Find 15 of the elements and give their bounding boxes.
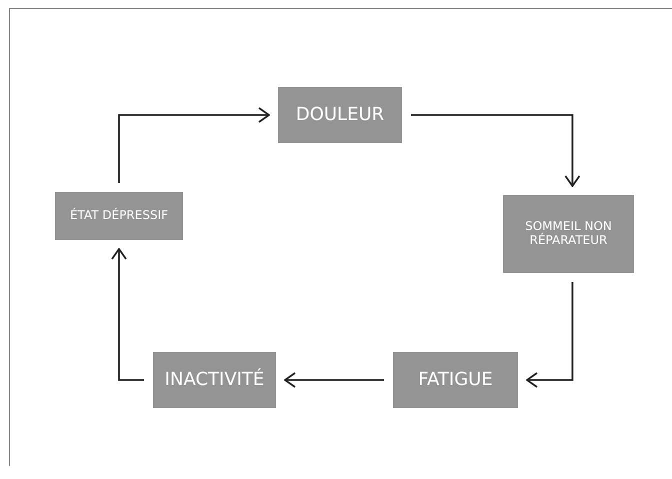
node-label: SOMMEIL NON RÉPARATEUR — [524, 220, 613, 248]
arrow — [526, 282, 574, 388]
node-label: FATIGUE — [418, 370, 493, 390]
arrow — [411, 114, 580, 187]
arrow — [111, 248, 144, 381]
arrow — [118, 107, 270, 183]
process-box — [153, 352, 276, 408]
arrow — [284, 372, 384, 388]
node-label: INACTIVITÉ — [164, 370, 264, 390]
process-box — [278, 87, 402, 143]
node-label: DOULEUR — [296, 104, 384, 126]
node-label: ÉTAT DÉPRESSIF — [70, 209, 168, 223]
process-box — [503, 195, 634, 273]
process-box — [55, 192, 183, 240]
process-box — [393, 352, 518, 408]
